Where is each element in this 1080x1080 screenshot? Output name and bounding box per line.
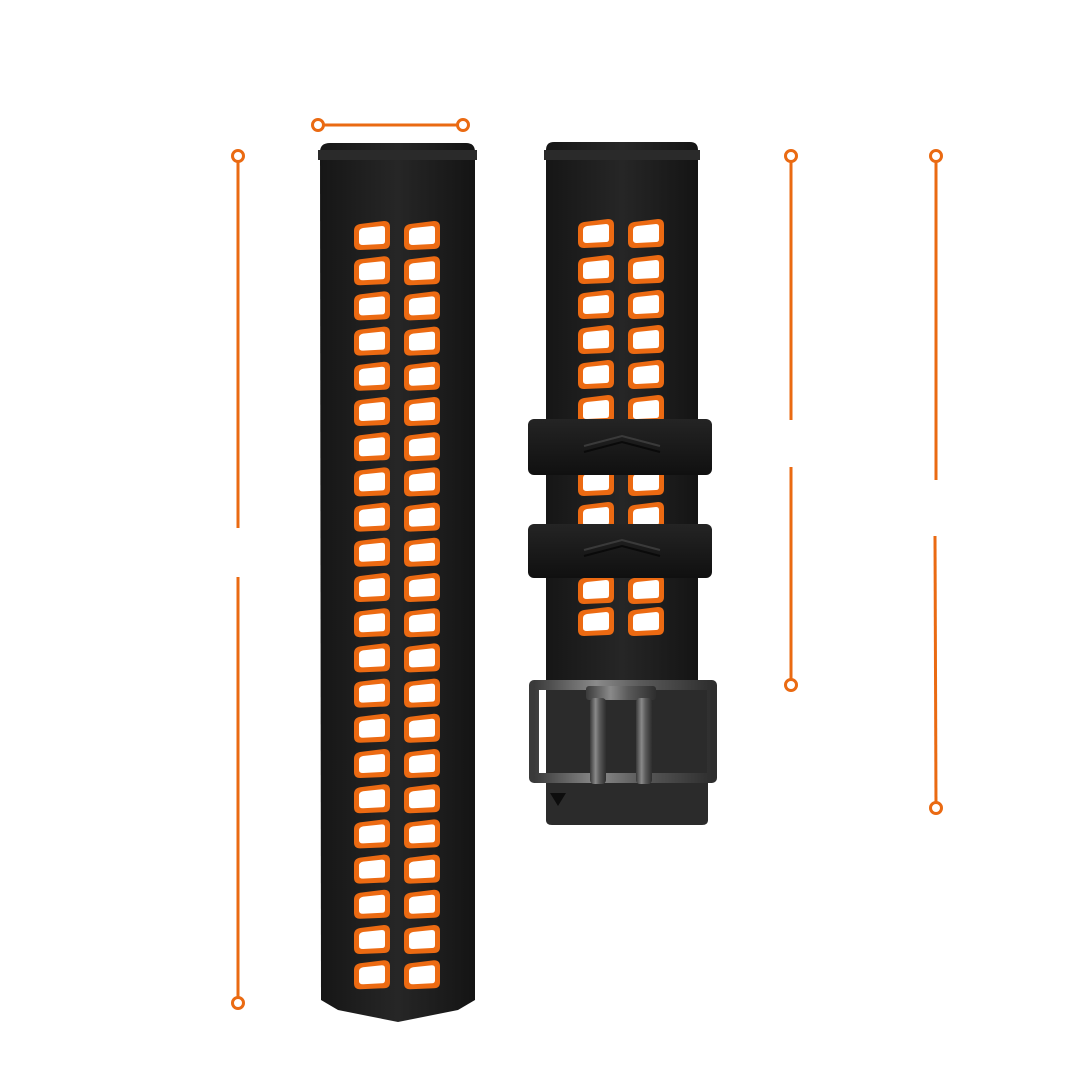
strap-hole [404,608,440,638]
strap-hole [628,255,664,284]
strap-hole [404,326,440,356]
strap-hole [354,925,390,954]
long-strap-top-tab [318,150,477,160]
strap-hole [404,361,440,391]
pin-buckle [529,680,717,825]
strap-hole [628,395,664,424]
strap-hole [404,256,440,286]
strap-hole [354,749,390,778]
strap-hole [404,784,440,814]
strap-hole [404,643,440,673]
short-strap-holes [578,219,664,636]
strap-hole [354,784,390,814]
strap-hole [354,713,390,743]
strap-hole [404,960,440,990]
strap-hole [404,397,440,426]
dimension-width [311,118,470,132]
strap-hole [354,221,390,250]
strap-hole [354,819,390,849]
strap-hole [354,643,390,673]
strap-hole [578,219,614,248]
strap-hole [404,221,440,250]
long-strap [318,143,477,1022]
strap-hole [578,395,614,424]
strap-hole [354,537,390,567]
strap-hole [354,397,390,426]
long-strap-holes [354,221,440,990]
strap-hole [404,889,440,919]
strap-hole [404,502,440,532]
keeper-loop-1 [528,419,712,475]
strap-hole [354,291,390,321]
strap-hole [578,290,614,319]
strap-hole [354,361,390,391]
strap-hole [404,573,440,602]
strap-hole [404,713,440,743]
strap-hole [354,467,390,497]
dimension-short-strap-length [784,149,798,692]
strap-hole [404,537,440,567]
strap-hole [354,678,390,708]
strap-hole [578,325,614,354]
dimension-long-strap-length [231,149,245,1010]
strap-hole [354,960,390,990]
strap-hole [354,432,390,462]
strap-hole [628,290,664,319]
strap-hole [354,502,390,532]
strap-hole [578,502,614,531]
strap-hole [628,219,664,248]
strap-hole [578,575,614,604]
strap-hole [404,678,440,708]
strap-hole [354,573,390,602]
strap-hole [628,325,664,354]
long-strap-body [320,143,475,1022]
keeper-loop-2 [528,524,712,578]
strap-hole [354,326,390,356]
strap-hole [404,432,440,462]
strap-hole [404,749,440,778]
strap-hole [354,608,390,638]
strap-hole [578,255,614,284]
strap-hole [404,925,440,954]
strap-hole [354,854,390,884]
strap-hole [628,607,664,636]
strap-hole [628,575,664,604]
strap-hole [404,819,440,849]
strap-hole [578,607,614,636]
buckle-arrow-icon [550,793,566,806]
strap-hole [404,291,440,321]
strap-hole [628,502,664,531]
strap-hole [578,360,614,389]
strap-hole [354,256,390,286]
strap-hole [354,889,390,919]
dimension-short-strap-with-buckle-length [929,149,943,815]
strap-hole [404,467,440,497]
strap-hole [628,360,664,389]
short-strap-top-tab [544,150,700,160]
strap-hole [404,854,440,884]
